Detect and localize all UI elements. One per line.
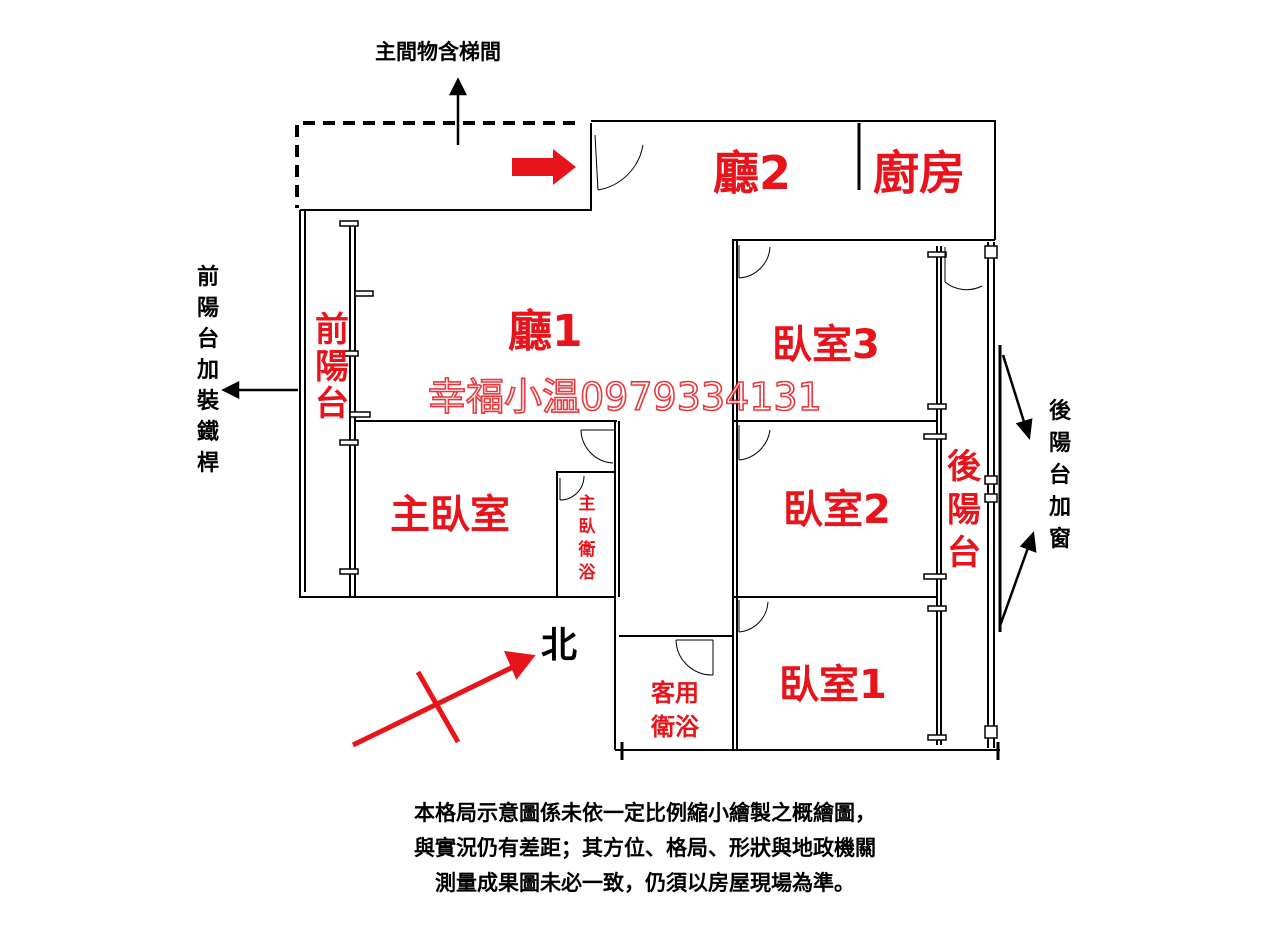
master-bath-label: 主臥衛浴 bbox=[578, 494, 596, 583]
rear-balcony-label: 後陽台 bbox=[947, 447, 981, 573]
entry-door bbox=[594, 134, 644, 191]
watermark: 幸福小温0979334131 bbox=[427, 375, 822, 419]
disclaimer-line: 本格局示意圖係未依一定比例縮小繪製之概繪圖， bbox=[414, 801, 876, 825]
front-balcony-note: 前陽台加裝鐵桿 bbox=[196, 265, 219, 476]
front-balcony-label: 前陽台 bbox=[315, 310, 349, 424]
kitchen-label: 廚房 bbox=[873, 146, 965, 200]
doors bbox=[559, 134, 983, 676]
disclaimer-line: 與實況仍有差距；其方位、格局、形狀與地政機關 bbox=[414, 836, 876, 860]
walls bbox=[295, 120, 1002, 760]
living-room-2-label: 廳2 bbox=[713, 146, 792, 200]
north-arrow bbox=[351, 650, 536, 748]
living-room-1-label: 廳1 bbox=[508, 306, 583, 357]
north-label: 北 bbox=[541, 625, 578, 666]
bedroom-3-label: 臥室3 bbox=[772, 322, 880, 368]
window-marks bbox=[339, 220, 998, 741]
entry-arrow bbox=[512, 149, 576, 185]
arrows bbox=[221, 77, 1037, 627]
stair-label: 主間物含梯間 bbox=[375, 40, 501, 64]
disclaimer: 本格局示意圖係未依一定比例縮小繪製之概繪圖， 與實況仍有差距；其方位、格局、形狀… bbox=[300, 796, 990, 901]
disclaimer-line: 測量成果圖未必一致，仍須以房屋現場為準。 bbox=[435, 871, 855, 895]
guest-bath-label: 客用衛浴 bbox=[651, 679, 699, 741]
master-bedroom-label: 主臥室 bbox=[390, 492, 510, 538]
bedroom-2-label: 臥室2 bbox=[783, 487, 891, 533]
rear-balcony-note: 後陽台加窗 bbox=[1048, 399, 1071, 552]
bedroom-1-label: 臥室1 bbox=[779, 662, 887, 708]
